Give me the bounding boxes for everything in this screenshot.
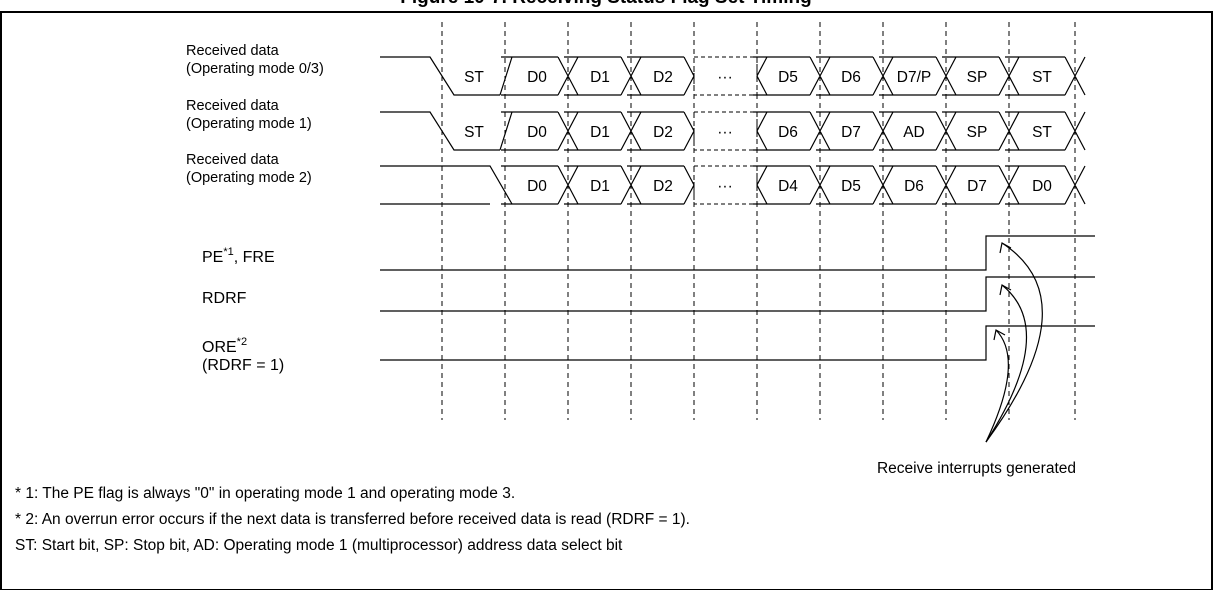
row-label: (Operating mode 1) xyxy=(186,116,312,132)
flag-label-line2: (RDRF = 1) xyxy=(202,357,284,374)
gap-box xyxy=(693,165,758,205)
flag-label: ORE*2 xyxy=(202,336,247,356)
interrupt-arrow xyxy=(985,284,1028,443)
bit-label: D7 xyxy=(967,178,987,195)
bit-label: D1 xyxy=(590,178,610,195)
flag-wave xyxy=(380,276,1095,312)
interrupt-arrow xyxy=(985,329,1009,443)
figure-title: Figure 10-7. Receiving Status Flag Set T… xyxy=(400,0,811,8)
flag-rows: PE*1, FRE RDRF ORE*2(RDRF = 1) xyxy=(202,235,1095,374)
bit-label: SP xyxy=(967,124,988,141)
bit-label: SP xyxy=(967,69,988,86)
bit-label: D6 xyxy=(841,69,861,86)
bit-label: D7 xyxy=(841,124,861,141)
bit-label: D2 xyxy=(653,124,673,141)
footnote: ST: Start bit, SP: Stop bit, AD: Operati… xyxy=(15,537,623,554)
row-label: Received data xyxy=(186,152,280,168)
bit-label: D5 xyxy=(778,69,798,86)
bit-label: D0 xyxy=(527,124,547,141)
bit-label: D1 xyxy=(590,69,610,86)
bit-label: D6 xyxy=(904,178,924,195)
bit-label: ST xyxy=(1032,69,1052,86)
bit-label: D0 xyxy=(527,178,547,195)
bit-label: D1 xyxy=(590,124,610,141)
flag-label: RDRF xyxy=(202,290,247,307)
row-label: (Operating mode 0/3) xyxy=(186,61,324,77)
flag-row: PE*1, FRE xyxy=(202,235,1095,271)
gap-box xyxy=(693,111,758,151)
row-label: Received data xyxy=(186,98,280,114)
arrow-head xyxy=(999,284,1012,296)
bit-label: D2 xyxy=(653,178,673,195)
bit-label: ··· xyxy=(717,178,733,195)
footnotes: * 1: The PE flag is always "0" in operat… xyxy=(15,485,690,554)
bit-label: ST xyxy=(464,69,484,86)
arrow-head xyxy=(999,242,1012,254)
bit-label: D5 xyxy=(841,178,861,195)
bit-label: D0 xyxy=(527,69,547,86)
arrow-head xyxy=(993,329,1006,341)
flag-row: ORE*2(RDRF = 1) xyxy=(202,325,1095,374)
data-row: Received data (Operating mode 2) D0 D1 D2 ···… xyxy=(186,152,1086,205)
flag-row: RDRF xyxy=(202,276,1095,312)
gap-box xyxy=(693,56,758,96)
interrupt-annotation: Receive interrupts generated xyxy=(877,460,1076,477)
footnote: * 1: The PE flag is always "0" in operat… xyxy=(15,485,515,502)
flag-wave xyxy=(380,325,1095,361)
timing-guides xyxy=(441,22,1076,420)
footnote: * 2: An overrun error occurs if the next… xyxy=(15,511,690,528)
row-label: Received data xyxy=(186,43,280,59)
bit-label: ··· xyxy=(717,69,733,86)
bit-label: D4 xyxy=(778,178,798,195)
interrupt-arrow xyxy=(985,242,1043,443)
bit-label: ST xyxy=(1032,124,1052,141)
figure-frame xyxy=(0,11,1213,590)
flag-label: PE*1, FRE xyxy=(202,246,275,266)
bit-label: D0 xyxy=(1032,178,1052,195)
data-row: Received data (Operating mode 1) ST D0 D1 D2 ·… xyxy=(186,98,1086,151)
bit-label: ST xyxy=(464,124,484,141)
bit-label: AD xyxy=(903,124,925,141)
interrupt-arrows xyxy=(985,242,1043,443)
bit-label: ··· xyxy=(717,124,733,141)
flag-wave xyxy=(380,235,1095,271)
row-label: (Operating mode 2) xyxy=(186,170,312,186)
bit-label: D7/P xyxy=(897,69,931,86)
bit-label: D2 xyxy=(653,69,673,86)
data-row: Received data (Operating mode 0/3) ST D0 D1 D… xyxy=(186,43,1086,96)
bit-label: D6 xyxy=(778,124,798,141)
